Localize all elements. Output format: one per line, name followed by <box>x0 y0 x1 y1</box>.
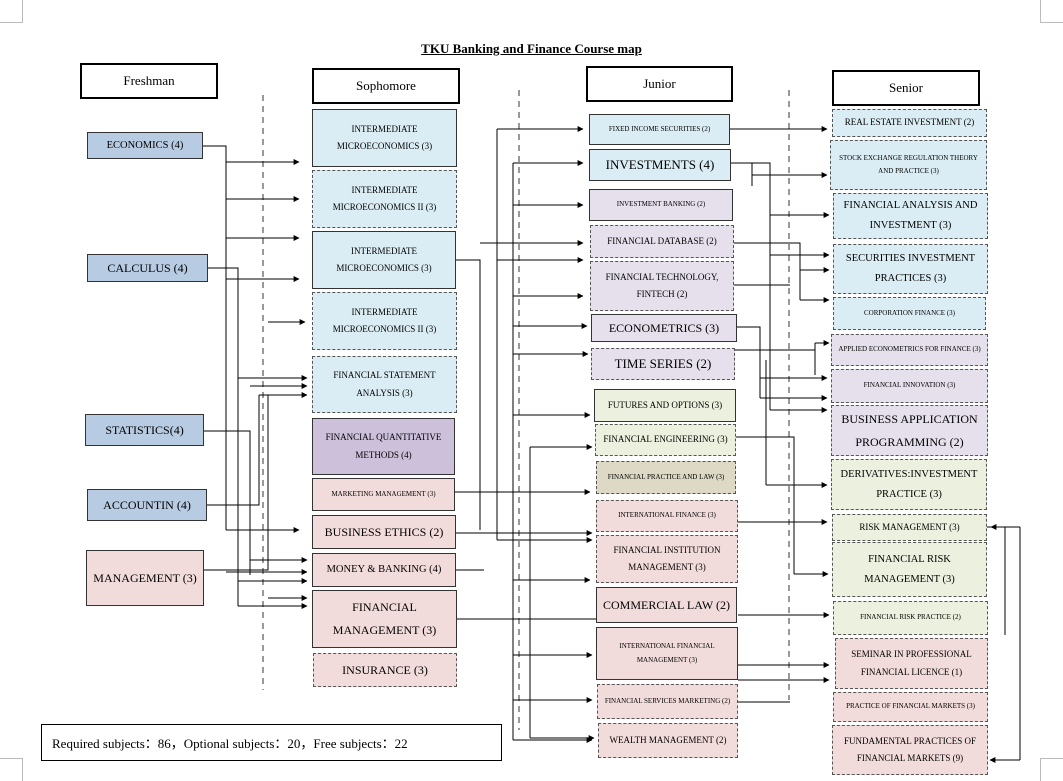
page-corner-mark <box>0 758 23 781</box>
connector-line <box>731 162 771 410</box>
course-applied-econometrics-for-finance: APPLIED ECONOMETRICS FOR FINANCE (3) <box>831 334 988 366</box>
connector-line <box>736 436 795 574</box>
page-corner-mark <box>1040 758 1063 781</box>
page-title: TKU Banking and Finance Course map <box>421 41 642 56</box>
course-financial-innovation: FINANCIAL INNOVATION (3) <box>831 369 988 403</box>
course-management: MANAGEMENT (3) <box>86 550 204 606</box>
course-stock-exchange-regulation: STOCK EXCHANGE REGULATION THEORY AND PRA… <box>830 140 987 190</box>
course-time-series: TIME SERIES (2) <box>591 348 735 380</box>
course-corporation-finance: CORPORATION FINANCE (3) <box>833 297 986 330</box>
course-financial-risk-management: FINANCIAL RISK MANAGEMENT (3) <box>832 542 987 597</box>
course-statistics: STATISTICS(4) <box>85 414 204 446</box>
page-corner-mark <box>0 0 23 23</box>
credit-summary: Required subjects：86，Optional subjects：2… <box>41 724 502 761</box>
course-econometrics: ECONOMETRICS (3) <box>591 314 737 342</box>
course-financial-services-marketing: FINANCIAL SERVICES MARKETING (2) <box>597 684 738 719</box>
connector-line <box>208 267 239 606</box>
connector-line <box>204 395 269 571</box>
header-freshman: Freshman <box>80 63 218 99</box>
course-intermediate-microeconomics-ii: INTERMEDIATE MICROECONOMICS II (3) <box>312 292 457 350</box>
course-financial-analysis-and-investment: FINANCIAL ANALYSIS AND INVESTMENT (3) <box>833 193 988 239</box>
header-junior: Junior <box>586 66 733 102</box>
course-financial-database: FINANCIAL DATABASE (2) <box>590 225 734 258</box>
connector-line <box>734 242 801 300</box>
course-investment-banking: INVESTMENT BANKING (2) <box>589 189 733 221</box>
course-calculus: CALCULUS (4) <box>87 254 208 282</box>
course-money-banking: MONEY & BANKING (4) <box>312 553 456 587</box>
course-accounting: ACCOUNTIN (4) <box>87 489 207 521</box>
course-financial-technology: FINANCIAL TECHNOLOGY, FINTECH (2) <box>590 261 734 311</box>
connector-line <box>731 162 753 186</box>
course-derivatives-investment-practice: DERIVATIVES:INVESTMENT PRACTICE (3) <box>831 459 987 510</box>
course-business-ethics: BUSINESS ETHICS (2) <box>312 515 456 549</box>
course-financial-statement-analysis: FINANCIAL STATEMENT ANALYSIS (3) <box>312 356 457 413</box>
course-fundamental-practices-of-financial-markets: FUNDAMENTAL PRACTICES OF FINANCIAL MARKE… <box>832 725 988 775</box>
connector-line <box>204 430 251 575</box>
course-securities-investment-practices: SECURITIES INVESTMENT PRACTICES (3) <box>833 244 988 294</box>
course-financial-engineering: FINANCIAL ENGINEERING (3) <box>595 424 736 456</box>
course-economics: ECONOMICS (4) <box>87 132 203 159</box>
course-financial-management: FINANCIAL MANAGEMENT (3) <box>312 590 457 648</box>
course-marketing-management: MARKETING MANAGEMENT (3) <box>312 478 455 511</box>
connector-line <box>456 259 481 530</box>
course-intermediate-microeconomics-ii: INTERMEDIATE MICROECONOMICS II (3) <box>312 170 457 228</box>
page-corner-mark <box>1040 0 1063 23</box>
course-seminar-professional-financial-licence: SEMINAR IN PROFESSIONAL FINANCIAL LICENC… <box>835 638 988 689</box>
course-business-application-programming: BUSINESS APPLICATION PROGRAMMING (2) <box>831 405 988 456</box>
course-financial-risk-practice: FINANCIAL RISK PRACTICE (2) <box>833 601 988 635</box>
course-wealth-management: WEALTH MANAGEMENT (2) <box>598 723 738 758</box>
course-financial-practice-and-law: FINANCIAL PRACTICE AND LAW (3) <box>596 461 736 494</box>
course-investments: INVESTMENTS (4) <box>589 149 731 181</box>
course-fixed-income-securities: FIXED INCOME SECURITIES (2) <box>589 114 730 145</box>
course-practice-of-financial-markets: PRACTICE OF FINANCIAL MARKETS (3) <box>833 692 988 722</box>
course-international-financial-management: INTERNATIONAL FINANCIAL MANAGEMENT (3) <box>596 627 738 680</box>
connector-line <box>203 145 227 530</box>
header-sophomore: Sophomore <box>312 68 460 104</box>
course-intermediate-microeconomics: INTERMEDIATE MICROECONOMICS (3) <box>312 109 457 167</box>
connector-line <box>737 326 761 398</box>
course-insurance: INSURANCE (3) <box>313 653 457 687</box>
course-international-finance: INTERNATIONAL FINANCE (3) <box>596 500 738 532</box>
course-real-estate-investment: REAL ESTATE INVESTMENT (2) <box>832 109 987 137</box>
course-intermediate-microeconomics: INTERMEDIATE MICROECONOMICS (3) <box>312 231 456 289</box>
course-commercial-law: COMMERCIAL LAW (2) <box>596 587 737 623</box>
connector-line <box>207 395 260 506</box>
course-financial-quantitative-methods: FINANCIAL QUANTITATIVE METHODS (4) <box>312 418 455 475</box>
header-senior: Senior <box>832 70 980 106</box>
course-risk-management: RISK MANAGEMENT (3) <box>832 514 987 541</box>
course-futures-and-options: FUTURES AND OPTIONS (3) <box>594 389 736 422</box>
course-financial-institution-management: FINANCIAL INSTITUTION MANAGEMENT (3) <box>596 535 738 583</box>
